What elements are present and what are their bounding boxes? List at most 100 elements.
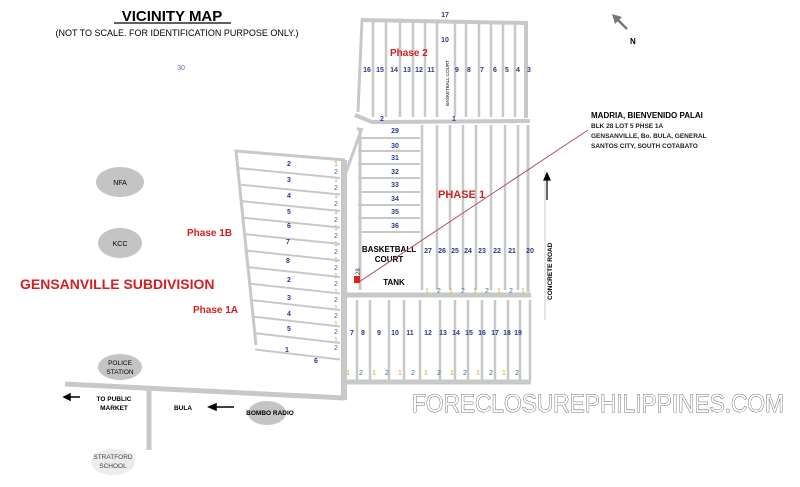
arrow-left-icon: [207, 402, 234, 412]
callout-line: [358, 129, 589, 283]
corner-lot-number: 1: [424, 370, 428, 377]
corner-lot-number: 1: [334, 305, 338, 312]
lot-label: 27: [424, 248, 432, 255]
lot-label: 3: [287, 295, 291, 302]
lot-label: 11: [406, 330, 414, 337]
property-address: GENSANVILLE, Bo. BULA, GENERAL: [591, 133, 707, 140]
lot-label: 3: [527, 67, 531, 74]
lot-line: [238, 183, 341, 196]
block-marker-label: 28: [356, 268, 362, 275]
property-address: SANTOS CITY, SOUTH COTABATO: [591, 143, 698, 150]
corner-lot-number: 1: [473, 288, 477, 295]
phase1a-label: Phase 1A: [193, 305, 238, 316]
corner-lot-number: 2: [334, 185, 338, 192]
corner-lot-number: 2: [437, 370, 441, 377]
phase1-label: PHASE 1: [438, 189, 485, 201]
corner-lot-number: 1: [521, 288, 525, 295]
lot-label: 15: [465, 330, 473, 337]
lot-label: 7: [286, 239, 290, 246]
lot-label: 16: [478, 330, 486, 337]
lot-label: 26: [438, 248, 446, 255]
north-arrow-icon: [612, 14, 628, 30]
lot-label: 31: [391, 155, 399, 162]
corner-lot-number: 1: [476, 370, 480, 377]
corner-lot-number: 2: [489, 370, 493, 377]
lot-label: 30: [391, 143, 399, 150]
lot-label: 17: [441, 12, 449, 19]
subdivision-name: GENSANVILLE SUBDIVISION: [20, 276, 214, 292]
lot-label: 10: [391, 330, 399, 337]
lot-label: 5: [287, 326, 291, 333]
phase1b-label: Phase 1B: [187, 228, 232, 239]
lot-label: 18: [503, 330, 511, 337]
police-station-landmark: [98, 354, 142, 380]
lot-line: [253, 332, 341, 344]
lot-label: 10: [441, 37, 449, 44]
lot-line: [250, 299, 341, 311]
lot-label: 33: [391, 182, 399, 189]
phase1-block: [343, 125, 531, 298]
corner-lot-number: 2: [334, 329, 338, 336]
lot-label: 4: [287, 193, 291, 200]
lot-label: 8: [467, 67, 471, 74]
lot-label: 2: [287, 161, 291, 168]
lot-label: 23: [478, 248, 486, 255]
stratford-label: SCHOOL: [99, 463, 127, 470]
lot-label: 4: [516, 67, 520, 74]
faint-lot-label: 30: [177, 65, 185, 72]
public-market-label: MARKET: [100, 405, 128, 412]
corner-lot-number: 2: [334, 281, 338, 288]
lot-label: 2: [287, 277, 291, 284]
lot-label: 8: [286, 258, 290, 265]
arrow-left-icon: [62, 392, 80, 402]
lot-label: 9: [377, 330, 381, 337]
corner-lot-number: 2: [515, 370, 519, 377]
corner-lot-number: 2: [509, 288, 513, 295]
corner-lot-number: 1: [398, 370, 402, 377]
lot-label: 34: [391, 196, 399, 203]
lot-label: 22: [493, 248, 501, 255]
lot-line: [246, 266, 341, 278]
lot-line: [251, 315, 341, 328]
lot-label: 4: [287, 311, 291, 318]
lot-label: 35: [391, 209, 399, 216]
property-address: BLK 28 LOT 5 PHSE 1A: [591, 123, 664, 130]
small-basketball-court-label: BASKETBALL COURT: [445, 60, 450, 106]
lot-label: 21: [508, 248, 516, 255]
lot-label: 9: [455, 67, 459, 74]
lot-label: 7: [350, 330, 354, 337]
property-marker: [354, 276, 360, 283]
lot-label: 25: [451, 248, 459, 255]
kcc-landmark: [98, 228, 142, 258]
corner-lot-number: 2: [334, 345, 338, 352]
lot-label: 14: [452, 330, 460, 337]
corner-lot-number: 1: [334, 177, 338, 184]
corner-lot-number: 2: [334, 201, 338, 208]
lot-label: 3: [287, 177, 291, 184]
bombo-radio-landmark: [248, 401, 286, 425]
corner-lot-number: 1: [334, 337, 338, 344]
corner-lot-number: 1: [449, 288, 453, 295]
lot-line: [241, 216, 341, 229]
lot-line: [248, 282, 341, 295]
concrete-road-label: CONCRETE ROAD: [547, 242, 554, 300]
lot-label: 5: [287, 209, 291, 216]
map-subtitle: (NOT TO SCALE. FOR IDENTIFICATION PURPOS…: [55, 28, 298, 38]
lot-label: 15: [376, 67, 384, 74]
phase2-label: Phase 2: [390, 48, 428, 59]
lot-label: 17: [491, 330, 499, 337]
basketball-court-label: BASKETBALL: [362, 245, 416, 254]
tank-label: TANK: [383, 278, 405, 287]
lot-label: 29: [391, 128, 399, 135]
lot-line: [255, 348, 341, 361]
lot-line: [243, 233, 341, 245]
nfa-landmark: [96, 167, 144, 197]
lot-label: 6: [287, 223, 291, 230]
lot-label: 16: [363, 67, 371, 74]
roads: [64, 160, 546, 450]
stratford-label: STRATFORD: [93, 454, 133, 461]
lot-label: 13: [439, 330, 447, 337]
lot-label: 6: [493, 67, 497, 74]
lot-label: 13: [403, 67, 411, 74]
lot-label: 6: [314, 358, 318, 365]
